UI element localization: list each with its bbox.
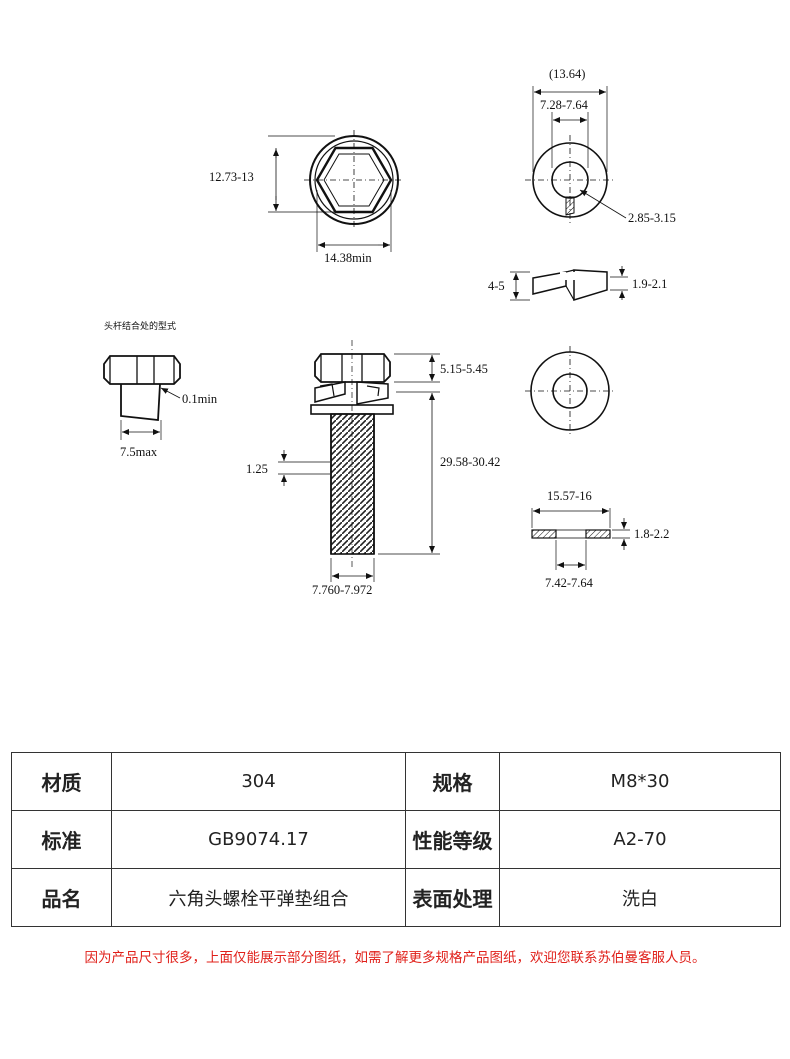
dim-washer-outer-ref: (13.64) xyxy=(549,67,585,81)
table-row: 材质 304 规格 M8*30 xyxy=(11,752,781,811)
dim-max-diameter: 7.5max xyxy=(120,445,158,459)
technical-drawing: 12.73-13 14.38min (13.64) 7.28-7.64 2.85… xyxy=(103,67,676,597)
value-product-name: 六角头螺栓平弹垫组合 xyxy=(111,868,406,927)
dim-washer-thickness: 1.9-2.1 xyxy=(632,277,667,291)
hex-top-view xyxy=(268,130,404,252)
head-detail-view xyxy=(103,355,181,440)
spec-table: 材质 304 规格 M8*30 标准 GB9074.17 性能等级 A2-70 … xyxy=(11,752,781,927)
dim-washer-section: 2.85-3.15 xyxy=(628,211,676,225)
dim-head-height: 5.15-5.45 xyxy=(440,362,488,376)
spring-washer-side-view xyxy=(510,266,628,302)
value-standard: GB9074.17 xyxy=(111,810,406,869)
label-size: 规格 xyxy=(405,752,500,811)
flat-washer-top-view xyxy=(525,346,615,436)
footer-note: 因为产品尺寸很多，上面仅能展示部分图纸，如需了解更多规格产品图纸，欢迎您联系苏伯… xyxy=(84,950,706,966)
table-row: 标准 GB9074.17 性能等级 A2-70 xyxy=(11,810,781,869)
dim-across-corners: 14.38min xyxy=(324,251,372,265)
dim-across-flats: 12.73-13 xyxy=(209,170,254,184)
value-surface: 洗白 xyxy=(499,868,781,927)
label-material: 材质 xyxy=(11,752,112,811)
dim-flat-washer-outer: 15.57-16 xyxy=(547,489,592,503)
value-size: M8*30 xyxy=(499,752,781,811)
dim-washer-free-height: 4-5 xyxy=(488,279,505,293)
dim-fillet: 0.1min xyxy=(182,392,218,406)
value-grade: A2-70 xyxy=(499,810,781,869)
dim-flat-washer-thickness: 1.8-2.2 xyxy=(634,527,669,541)
dim-washer-inner-dia: 7.28-7.64 xyxy=(540,98,589,112)
table-row: 品名 六角头螺栓平弹垫组合 表面处理 洗白 xyxy=(11,868,781,927)
label-standard: 标准 xyxy=(11,810,112,869)
flat-washer-side-view xyxy=(531,508,630,570)
dim-thread-diameter: 7.760-7.972 xyxy=(312,583,372,597)
dim-thread-pitch: 1.25 xyxy=(246,462,268,476)
head-detail-caption: 头杆结合处的型式 xyxy=(104,320,176,331)
label-surface: 表面处理 xyxy=(405,868,500,927)
dim-bolt-length: 29.58-30.42 xyxy=(440,455,500,469)
spring-washer-top-view xyxy=(525,86,627,225)
dim-flat-washer-inner: 7.42-7.64 xyxy=(545,576,594,590)
bolt-side-view xyxy=(278,340,440,582)
label-product-name: 品名 xyxy=(11,868,112,927)
value-material: 304 xyxy=(111,752,406,811)
label-grade: 性能等级 xyxy=(405,810,500,869)
